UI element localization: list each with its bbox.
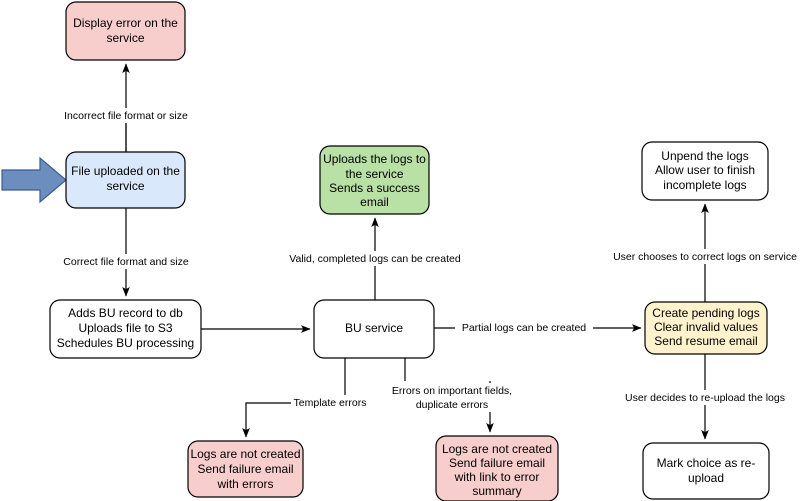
node-file-uploaded-line-0: File uploaded on the: [71, 164, 180, 178]
edge-labels-layer: Incorrect file format or size Correct fi…: [56, 108, 801, 412]
node-adds-bu-record[interactable]: Adds BU record to db Uploads file to S3 …: [49, 299, 202, 359]
edge-label-user-reuploads-text: User decides to re-upload the logs: [625, 392, 785, 404]
node-unpend-logs-shape[interactable]: [641, 141, 769, 201]
node-unpend-logs[interactable]: Unpend the logs Allow user to finish inc…: [641, 141, 769, 201]
edge-label-user-corrects-text: User chooses to correct logs on service: [613, 251, 797, 263]
node-unpend-logs-line-0: Unpend the logs: [661, 149, 748, 163]
entry-arrow: [1, 156, 67, 204]
edge-label-errors-important-fields-line-0: Errors on important fields,: [392, 385, 512, 397]
node-logs-not-created-errors-line-0: Logs are not created: [190, 447, 300, 461]
node-mark-choice-reupload-shape[interactable]: [642, 442, 770, 500]
edge-label-correct-format-text: Correct file format and size: [63, 256, 189, 268]
edge-label-user-corrects-bg: [608, 249, 801, 264]
node-logs-not-created-errors-line-2: with errors: [216, 477, 273, 491]
edge-label-user-reuploads: User decides to re-upload the logs: [618, 390, 792, 405]
node-file-uploaded-line-1: service: [106, 179, 144, 193]
node-create-pending-logs-line-0: Create pending logs: [652, 306, 759, 320]
node-uploads-logs-success-line-3: email: [360, 195, 389, 209]
edge-label-partial-logs: Partial logs can be created: [455, 320, 593, 335]
node-mark-choice-reupload[interactable]: Mark choice as re- upload: [642, 442, 770, 500]
edge-label-valid-completed-bg: [283, 251, 467, 266]
node-adds-bu-record-line-2: Schedules BU processing: [57, 336, 194, 350]
node-adds-bu-record-line-1: Uploads file to S3: [78, 321, 172, 335]
edge-label-valid-completed-text: Valid, completed logs can be created: [289, 253, 461, 265]
node-create-pending-logs[interactable]: Create pending logs Clear invalid values…: [644, 301, 768, 355]
node-logs-not-created-summary[interactable]: Logs are not created Send failure email …: [435, 435, 559, 501]
node-adds-bu-record-shape[interactable]: [49, 299, 202, 359]
node-logs-not-created-summary-line-0: Logs are not created: [442, 442, 552, 456]
edge-label-correct-format-bg: [58, 254, 194, 269]
node-uploads-logs-success[interactable]: Uploads the logs to the service Sends a …: [319, 145, 430, 215]
edge-label-errors-important-fields: Errors on important fields, duplicate er…: [386, 383, 518, 412]
edge-label-errors-important-fields-bg: [386, 383, 518, 412]
nodes-layer: Display error on the service File upload…: [49, 1, 770, 501]
node-uploads-logs-success-line-1: the service: [345, 167, 403, 181]
node-logs-not-created-summary-line-2: with link to error: [454, 470, 540, 484]
node-file-uploaded[interactable]: File uploaded on the service: [65, 151, 186, 209]
node-logs-not-created-summary-line-1: Send failure email: [449, 456, 545, 470]
edge-label-partial-logs-bg: [455, 320, 593, 335]
edge-label-template-errors-text: Template errors: [294, 397, 367, 409]
node-mark-choice-reupload-line-0: Mark choice as re-: [657, 456, 756, 470]
node-create-pending-logs-line-2: Send resume email: [654, 334, 757, 348]
edge-label-errors-important-fields-line-1: duplicate errors: [416, 399, 488, 411]
edge-label-partial-logs-text: Partial logs can be created: [462, 322, 586, 334]
node-logs-not-created-errors[interactable]: Logs are not created Send failure email …: [187, 440, 304, 498]
node-bu-service-shape[interactable]: [313, 299, 435, 359]
edge-label-incorrect-format-text: Incorrect file format or size: [64, 110, 188, 122]
node-logs-not-created-errors-line-1: Send failure email: [197, 462, 293, 476]
edge-label-valid-completed: Valid, completed logs can be created: [283, 251, 467, 266]
edge-label-user-reuploads-bg: [618, 390, 792, 405]
node-adds-bu-record-line-0: Adds BU record to db: [68, 306, 183, 320]
node-create-pending-logs-line-1: Clear invalid values: [654, 320, 758, 334]
edge-label-template-errors: Template errors: [291, 395, 369, 410]
node-uploads-logs-success-shape[interactable]: [319, 145, 430, 215]
edge-label-template-errors-bg: [291, 395, 369, 410]
node-uploads-logs-success-line-2: Sends a success: [329, 181, 420, 195]
edge-label-incorrect-format-bg: [56, 108, 196, 123]
node-unpend-logs-line-1: Allow user to finish: [655, 163, 755, 177]
node-file-uploaded-shape[interactable]: [65, 151, 186, 209]
node-create-pending-logs-shape[interactable]: [644, 301, 768, 355]
node-logs-not-created-summary-shape[interactable]: [435, 435, 559, 501]
edge-label-correct-format: Correct file format and size: [58, 254, 194, 269]
node-display-error-line-1: service: [106, 31, 144, 45]
edge-label-user-corrects: User chooses to correct logs on service: [608, 249, 801, 264]
node-unpend-logs-line-2: incomplete logs: [663, 178, 746, 192]
edge-label-incorrect-format: Incorrect file format or size: [56, 108, 196, 123]
node-uploads-logs-success-line-0: Uploads the logs to: [323, 152, 426, 166]
node-display-error-shape[interactable]: [65, 1, 186, 61]
node-logs-not-created-errors-shape[interactable]: [187, 440, 304, 498]
node-display-error[interactable]: Display error on the service: [65, 1, 186, 61]
node-bu-service[interactable]: BU service: [313, 299, 435, 359]
node-mark-choice-reupload-line-1: upload: [688, 471, 724, 485]
node-display-error-line-0: Display error on the: [73, 16, 178, 30]
node-bu-service-line-0: BU service: [345, 321, 403, 335]
node-logs-not-created-summary-line-3: summary: [472, 484, 521, 498]
